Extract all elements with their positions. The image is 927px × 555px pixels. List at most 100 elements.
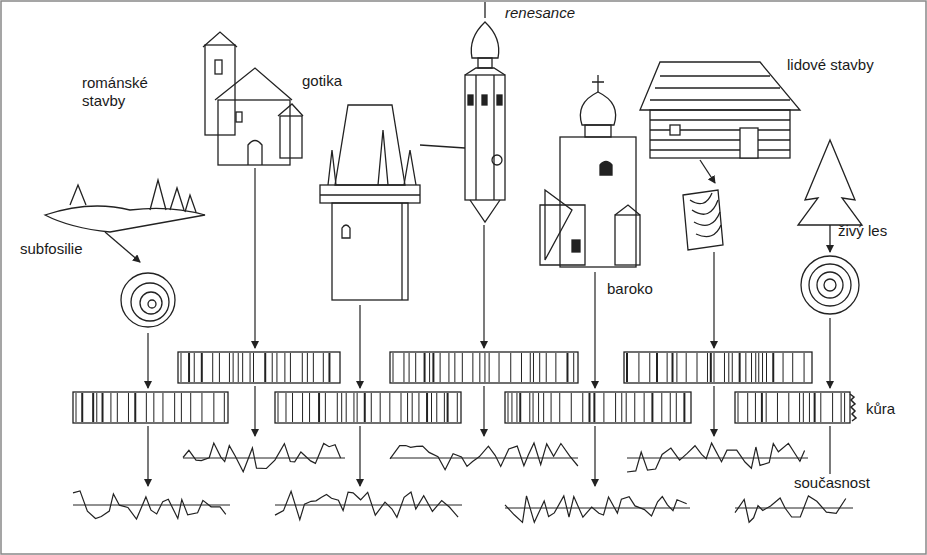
ring-line [499,353,500,382]
ring-line [755,393,756,422]
ring-curve [627,443,805,472]
period-label: baroko [607,280,653,298]
ring-line [484,353,485,382]
ring-bar [735,392,850,423]
ring-line [380,393,381,422]
ring-line [626,353,628,382]
ring-line [325,393,326,422]
ring-line [761,393,763,422]
ring-curve [275,491,458,519]
ring-line [448,353,449,382]
ring-line [697,353,698,382]
ring-line [799,393,800,422]
mean-line [390,458,578,459]
ring-line [751,353,752,382]
ring-line [479,353,480,382]
ring-line [224,393,225,422]
ring-line [724,353,725,382]
ring-line [194,353,195,382]
ring-width-curves [73,443,853,522]
present-label-text: současnost [792,474,872,491]
ring-line [739,353,741,382]
mean-line [735,508,853,509]
ring-line [92,393,94,422]
ring-line [181,353,182,382]
ring-line [489,353,490,382]
period-label: románské stavby [82,74,162,110]
ring-line [728,353,729,382]
ring-line [432,353,434,382]
ring-line [788,393,789,422]
ring-bar [275,392,461,423]
mean-line [627,458,808,459]
ring-line [686,353,687,382]
ring-curve [505,496,687,523]
ring-line [229,353,230,382]
ring-line [814,393,816,422]
ring-line [431,393,432,422]
ring-line [710,353,712,382]
ring-line [511,393,512,422]
ring-line [278,393,279,422]
ring-line [238,353,239,382]
ring-line [683,393,685,422]
ring-line [672,353,674,382]
ring-line [407,393,408,422]
wood-sample [683,190,723,250]
ring-line [429,353,430,382]
ring-line [188,353,190,382]
ring-line [732,353,733,382]
ring-line [676,393,677,422]
ring-line [409,353,410,382]
ring-line [582,393,583,422]
ring-line [447,393,449,422]
ring-line [714,353,715,382]
ring-line [162,393,163,422]
ring-line [233,353,234,382]
ring-line [661,393,662,422]
folk-house [640,62,800,183]
ring-line [285,393,286,422]
ring-line [128,393,129,422]
ring-line [593,393,595,422]
ring-line [738,393,739,422]
source-label-text: živý les [838,222,887,239]
ring-line [440,353,441,382]
ring-line [190,393,191,422]
ring-line [571,393,572,422]
period-label-text: románské stavby [82,74,148,109]
ring-line [309,393,310,422]
ring-line [76,393,77,422]
ring-line [755,353,756,382]
source-label: živý les [838,222,887,240]
baroque-church [540,75,640,267]
ring-line [272,353,273,382]
ring-line [792,353,793,382]
period-label-text: lidové stavby [787,56,874,73]
period-label-text: gotika [302,72,342,89]
ring-line [777,393,778,422]
ring-line [96,393,97,422]
bark-label-text: kůra [866,400,895,417]
ring-line [110,393,111,422]
ring-line [766,393,767,422]
ring-line [533,393,534,422]
ring-line [357,393,358,422]
ring-line [213,393,214,422]
ring-line [346,393,347,422]
ring-line [533,353,534,382]
ring-line [804,353,805,382]
ring-line [462,353,463,382]
ring-line [644,393,645,422]
ring-line [603,393,604,422]
ring-line [302,353,303,382]
ring-line [353,393,354,422]
romanesque-building [203,32,303,165]
ring-line [307,353,308,382]
ring-line [81,393,83,422]
ring-line [401,393,402,422]
ring-line [638,353,639,382]
ring-line [337,393,338,422]
ring-line [242,353,243,382]
ring-line [841,393,842,422]
